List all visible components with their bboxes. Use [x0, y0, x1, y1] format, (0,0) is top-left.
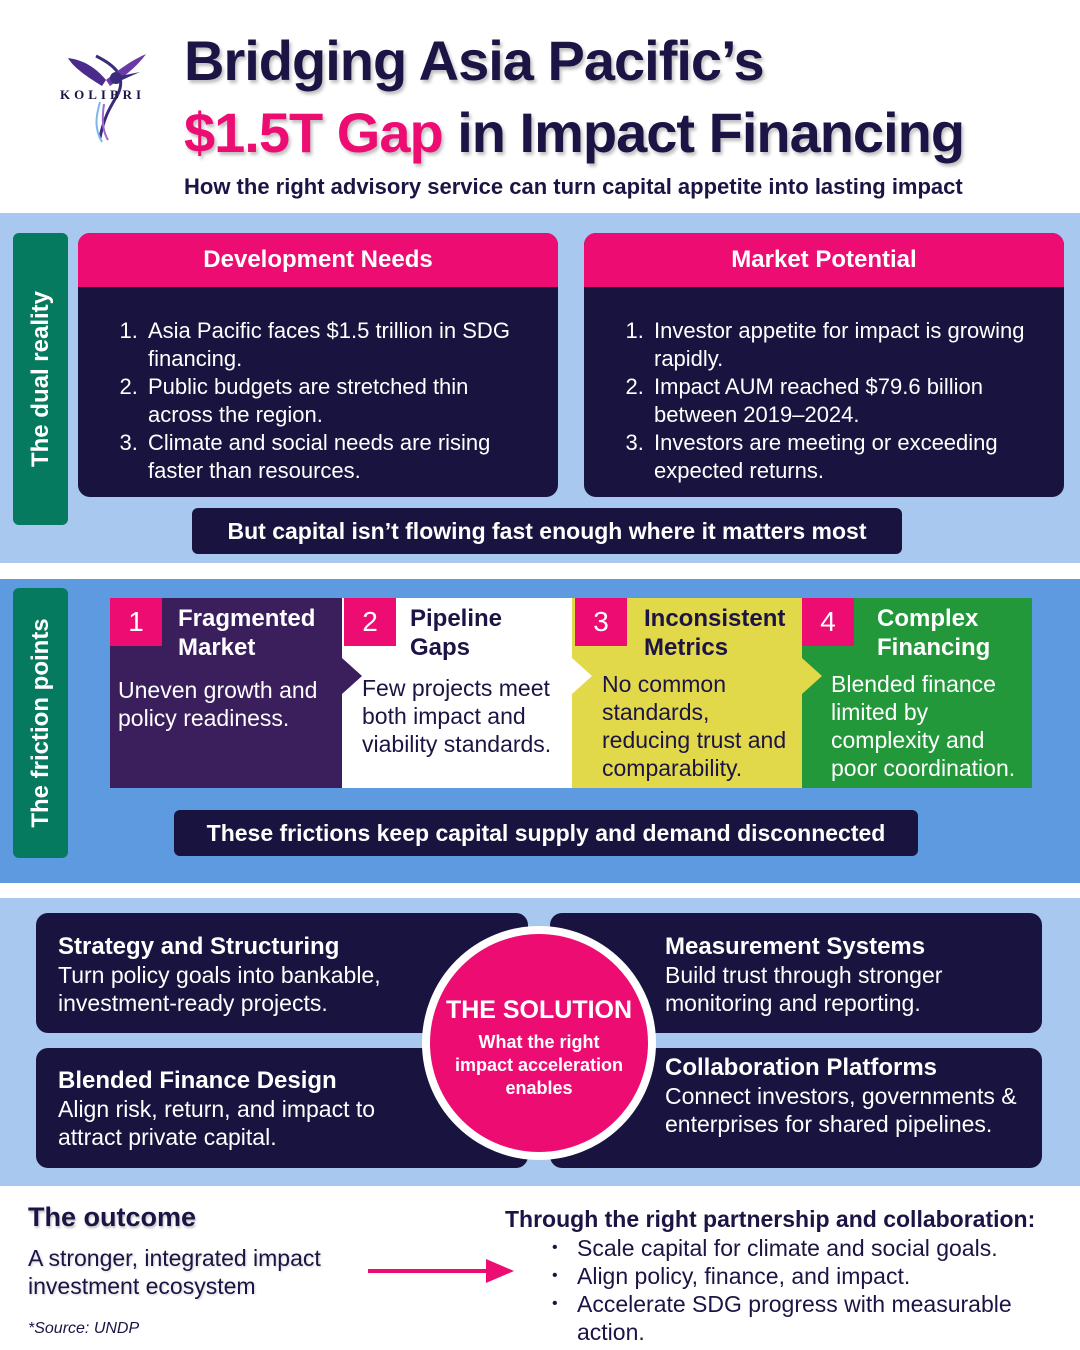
solution-circle-subtitle: What the right impact acceleration enabl… — [454, 1032, 624, 1098]
page-title-line2: $1.5T Gap in Impact Financing — [184, 100, 965, 165]
outcome-text: A stronger, integrated impact investment… — [28, 1245, 321, 1299]
partnership-heading: Through the right partnership and collab… — [505, 1206, 1036, 1232]
friction-points-tab: The friction points — [13, 588, 68, 858]
solution-card-desc: Build trust through stronger monitoring … — [665, 962, 943, 1016]
solution-card-title: Strategy and Structuring — [58, 933, 340, 960]
page-title-line1: Bridging Asia Pacific’s — [184, 29, 765, 92]
brand-name: KOLIBRI — [60, 87, 146, 102]
friction-banner: These frictions keep capital supply and … — [174, 810, 918, 856]
source-note: *Source: UNDP — [28, 1320, 140, 1337]
solution-circle-title: THE SOLUTION — [445, 996, 633, 1024]
chevron-right-icon — [802, 658, 822, 694]
friction-number: 2 — [344, 598, 396, 646]
hummingbird-logo-icon — [68, 54, 146, 143]
solution-circle: THE SOLUTION What the right impact accel… — [422, 926, 656, 1160]
dual-reality-label: The dual reality — [26, 290, 54, 468]
friction-desc: Few projects meet both impact and viabil… — [362, 675, 552, 757]
market-potential-card: Market Potential Investor appetite for i… — [584, 233, 1064, 497]
page-subtitle: How the right advisory service can turn … — [184, 174, 963, 199]
dual-reality-banner: But capital isn’t flowing fast enough wh… — [192, 508, 902, 554]
solution-card-title: Collaboration Platforms — [665, 1054, 938, 1081]
list-item: Scale capital for climate and social goa… — [552, 1234, 1052, 1262]
friction-desc: No common standards, reducing trust and … — [602, 671, 787, 781]
chevron-right-icon — [342, 658, 362, 694]
chevron-right-icon — [572, 658, 592, 694]
partnership-list: Scale capital for climate and social goa… — [552, 1234, 1052, 1346]
solution-card-title: Blended Finance Design — [58, 1067, 337, 1094]
friction-number: 4 — [802, 598, 854, 646]
list-item: Align policy, finance, and impact. — [552, 1262, 1052, 1290]
list-item: Asia Pacific faces $1.5 trillion in SDG … — [144, 317, 538, 373]
friction-points-label: The friction points — [26, 618, 54, 828]
solution-card-desc: Align risk, return, and impact to attrac… — [58, 1096, 376, 1150]
market-potential-list: Investor appetite for impact is growing … — [584, 287, 1064, 485]
list-item: Investors are meeting or exceeding expec… — [650, 429, 1044, 485]
list-item: Climate and social needs are rising fast… — [144, 429, 538, 485]
dual-reality-tab: The dual reality — [13, 233, 68, 525]
solution-card-desc: Connect investors, governments & enterpr… — [665, 1083, 1017, 1137]
friction-desc: Uneven growth and policy readiness. — [118, 677, 318, 731]
outcome-title: The outcome — [28, 1202, 197, 1232]
list-item: Public budgets are stretched thin across… — [144, 373, 538, 429]
arrow-right-icon — [368, 1259, 514, 1283]
title-rest: in Impact Financing — [442, 101, 965, 164]
development-needs-card: Development Needs Asia Pacific faces $1.… — [78, 233, 558, 497]
list-item: Impact AUM reached $79.6 billion between… — [650, 373, 1044, 429]
title-highlight: $1.5T Gap — [184, 101, 444, 164]
market-potential-title: Market Potential — [584, 233, 1064, 287]
development-needs-title: Development Needs — [78, 233, 558, 287]
friction-desc: Blended finance limited by complexity an… — [831, 671, 1016, 781]
list-item: Accelerate SDG progress with measurable … — [552, 1290, 1052, 1346]
list-item: Investor appetite for impact is growing … — [650, 317, 1044, 373]
development-needs-list: Asia Pacific faces $1.5 trillion in SDG … — [78, 287, 558, 485]
friction-number: 1 — [110, 598, 162, 646]
solution-card-collaboration: Collaboration Platforms Connect investor… — [550, 1048, 1042, 1168]
solution-card-desc: Turn policy goals into bankable, investm… — [58, 962, 381, 1016]
solution-card-title: Measurement Systems — [665, 933, 926, 960]
friction-number: 3 — [575, 598, 627, 646]
